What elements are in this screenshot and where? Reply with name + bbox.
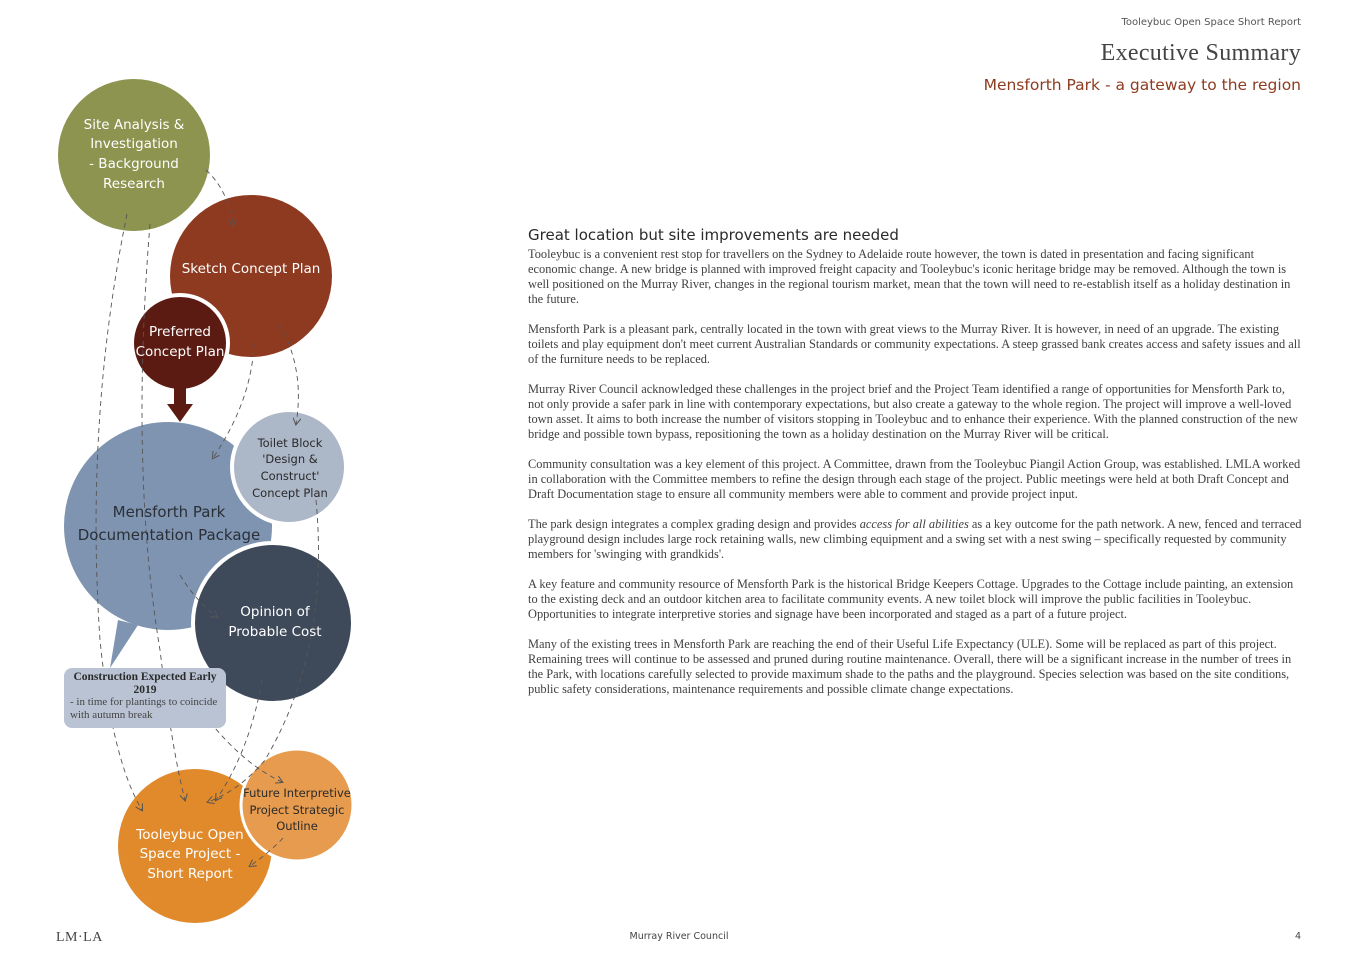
node-opinion-label: Opinion of Probable Cost [228,604,322,640]
section-heading: Great location but site improvements are… [528,226,899,244]
construction-note-title: Construction Expected Early 2019 [73,671,217,696]
preferred-down-arrow [167,388,193,422]
node-tooleybuc-circle [118,769,272,923]
paragraph-6: A key feature and community resource of … [528,577,1294,621]
footer-client: Murray River Council [629,931,729,942]
connector-lines [95,169,319,866]
main-content: Great location but site improvements are… [528,226,1303,712]
diagram-graphics [58,79,355,923]
node-toilet-label: Toilet Block 'Design & Construct' Concep… [252,435,328,500]
paragraph-5-emphasis: access for all abilities [859,517,969,531]
paragraph-1: Tooleybuc is a convenient rest stop for … [528,247,1291,306]
node-opinion-circle [191,541,355,705]
paragraph-2: Mensforth Park is a pleasant park, centr… [528,322,1301,366]
paragraph-7: Many of the existing trees in Mensforth … [528,637,1292,696]
lmla-logo: LM·LA [56,930,103,945]
process-diagram: Site Analysis & Investigation - Backgrou… [0,0,420,955]
construction-note: Construction Expected Early 2019 - in ti… [64,668,226,728]
mensforth-pointer [110,620,138,668]
paragraph-5: The park design integrates a complex gra… [528,517,1303,562]
page-number: 4 [1294,931,1301,942]
paragraph-5-start: The park design integrates a complex gra… [528,517,860,531]
page-title: Executive Summary [1100,40,1301,66]
node-site-circle [58,79,210,231]
paragraph-5-end: as a key outcome for the path network. A… [528,517,1302,561]
node-preferred-label: Preferred Concept Plan [135,324,225,360]
node-mensforth-label: Mensforth Park Documentation Package [77,502,261,544]
node-future-circle [239,747,355,863]
paragraph-3: Murray River Council acknowledged these … [528,382,1298,441]
page-subtitle: Mensforth Park - a gateway to the region [983,76,1301,94]
node-sketch-label: Sketch Concept Plan [181,261,321,278]
paragraph-4: Community consultation was a key element… [528,457,1301,501]
node-tooleybuc-label: Tooleybuc Open Space Project - Short Rep… [136,826,244,882]
construction-note-detail: - in time for plantings to coincide with… [70,696,218,721]
report-title: Tooleybuc Open Space Short Report [1121,17,1301,28]
node-future-label: Future Interpretive Project Strategic Ou… [243,785,351,834]
node-toilet-circle [230,408,348,526]
node-site-label: Site Analysis & Investigation - Backgrou… [83,116,185,192]
